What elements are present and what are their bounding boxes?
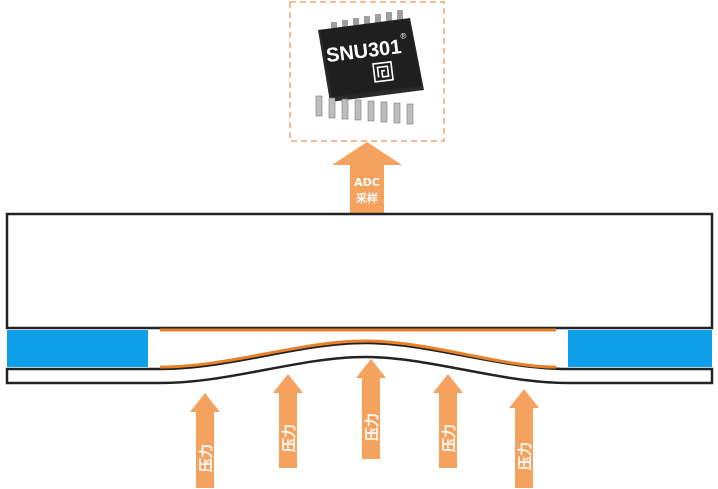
left-spacer	[7, 330, 148, 367]
pressure-arrow: 压力	[273, 374, 303, 468]
adc-arrow-shape	[332, 142, 402, 237]
pressure-arrow-label: 压力	[364, 413, 381, 441]
pressure-arrow-label: 压力	[198, 444, 215, 472]
pressure-arrow: 压力	[433, 374, 463, 468]
chip-top-face	[320, 19, 422, 97]
pressure-arrow-label: 压力	[517, 442, 534, 470]
right-spacer	[568, 330, 712, 367]
chip: SNU301 ®	[315, 10, 424, 125]
adc-arrow-label-2: 采样	[355, 191, 378, 205]
square-spiral-logo-icon	[372, 60, 394, 83]
chip-frame	[289, 1, 445, 142]
bottom-membrane	[5, 341, 714, 385]
pressure-arrows: 压力 压力 压力 压力 压力	[190, 359, 539, 488]
chip-registered-mark: ®	[400, 31, 407, 41]
bottom-electrode	[159, 339, 557, 369]
chip-pins-back	[331, 10, 403, 32]
adc-arrow-label-1: ADC	[354, 176, 380, 189]
pressure-arrow-label: 压力	[441, 424, 458, 452]
top-plate	[5, 212, 714, 330]
chip-pins-front	[315, 95, 414, 125]
pressure-arrow-label: 压力	[281, 424, 298, 452]
pressure-arrow: 压力	[190, 393, 220, 488]
pressure-arrow: 压力	[509, 389, 539, 488]
adc-sampling-arrow: ADC 采样	[332, 142, 402, 237]
pressure-arrow: 压力	[356, 359, 386, 459]
